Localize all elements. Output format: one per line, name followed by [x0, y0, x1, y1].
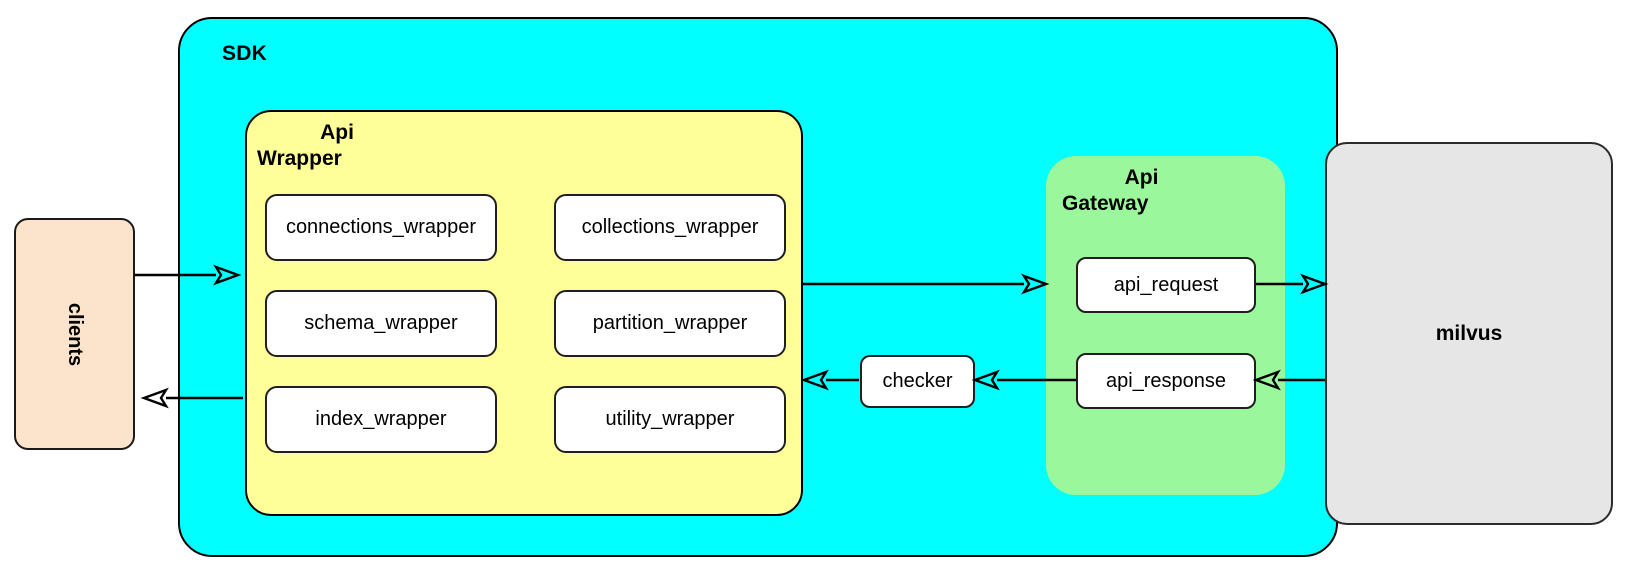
milvus-node[interactable]: milvus	[1325, 142, 1613, 525]
clients-node[interactable]: clients	[14, 218, 135, 450]
node-label: partition_wrapper	[592, 312, 748, 334]
node-label: api_request	[1113, 273, 1219, 296]
sdk-label: SDK	[222, 42, 267, 65]
node-utility-wrapper[interactable]: utility_wrapper	[554, 386, 786, 453]
node-schema-wrapper[interactable]: schema_wrapper	[265, 290, 497, 357]
api-gateway-label: Api Gateway	[1054, 165, 1229, 218]
api-wrapper-label-line1: Api	[320, 121, 354, 144]
api-gateway-label-line2: Gateway	[1062, 192, 1149, 216]
clients-label: clients	[63, 302, 86, 366]
node-api-request[interactable]: api_request	[1076, 257, 1256, 313]
node-label: collections_wrapper	[581, 216, 759, 238]
api-wrapper-label-line2: Wrapper	[257, 147, 342, 171]
api-gateway-label-line1: Api	[1124, 166, 1159, 189]
node-checker[interactable]: checker	[860, 355, 975, 408]
node-label: utility_wrapper	[605, 408, 735, 430]
node-label: connections_wrapper	[285, 216, 477, 238]
node-api-response[interactable]: api_response	[1076, 353, 1256, 409]
api-wrapper-label: Api Wrapper	[257, 120, 417, 173]
milvus-label: milvus	[1435, 321, 1503, 345]
node-index-wrapper[interactable]: index_wrapper	[265, 386, 497, 453]
node-label: api_response	[1105, 369, 1227, 392]
node-connections-wrapper[interactable]: connections_wrapper	[265, 194, 497, 261]
node-partition-wrapper[interactable]: partition_wrapper	[554, 290, 786, 357]
node-label: checker	[882, 370, 953, 392]
node-collections-wrapper[interactable]: collections_wrapper	[554, 194, 786, 261]
api-gateway-container[interactable]: Api Gateway	[1046, 156, 1285, 495]
node-label: schema_wrapper	[304, 312, 458, 334]
node-label: index_wrapper	[315, 408, 447, 430]
